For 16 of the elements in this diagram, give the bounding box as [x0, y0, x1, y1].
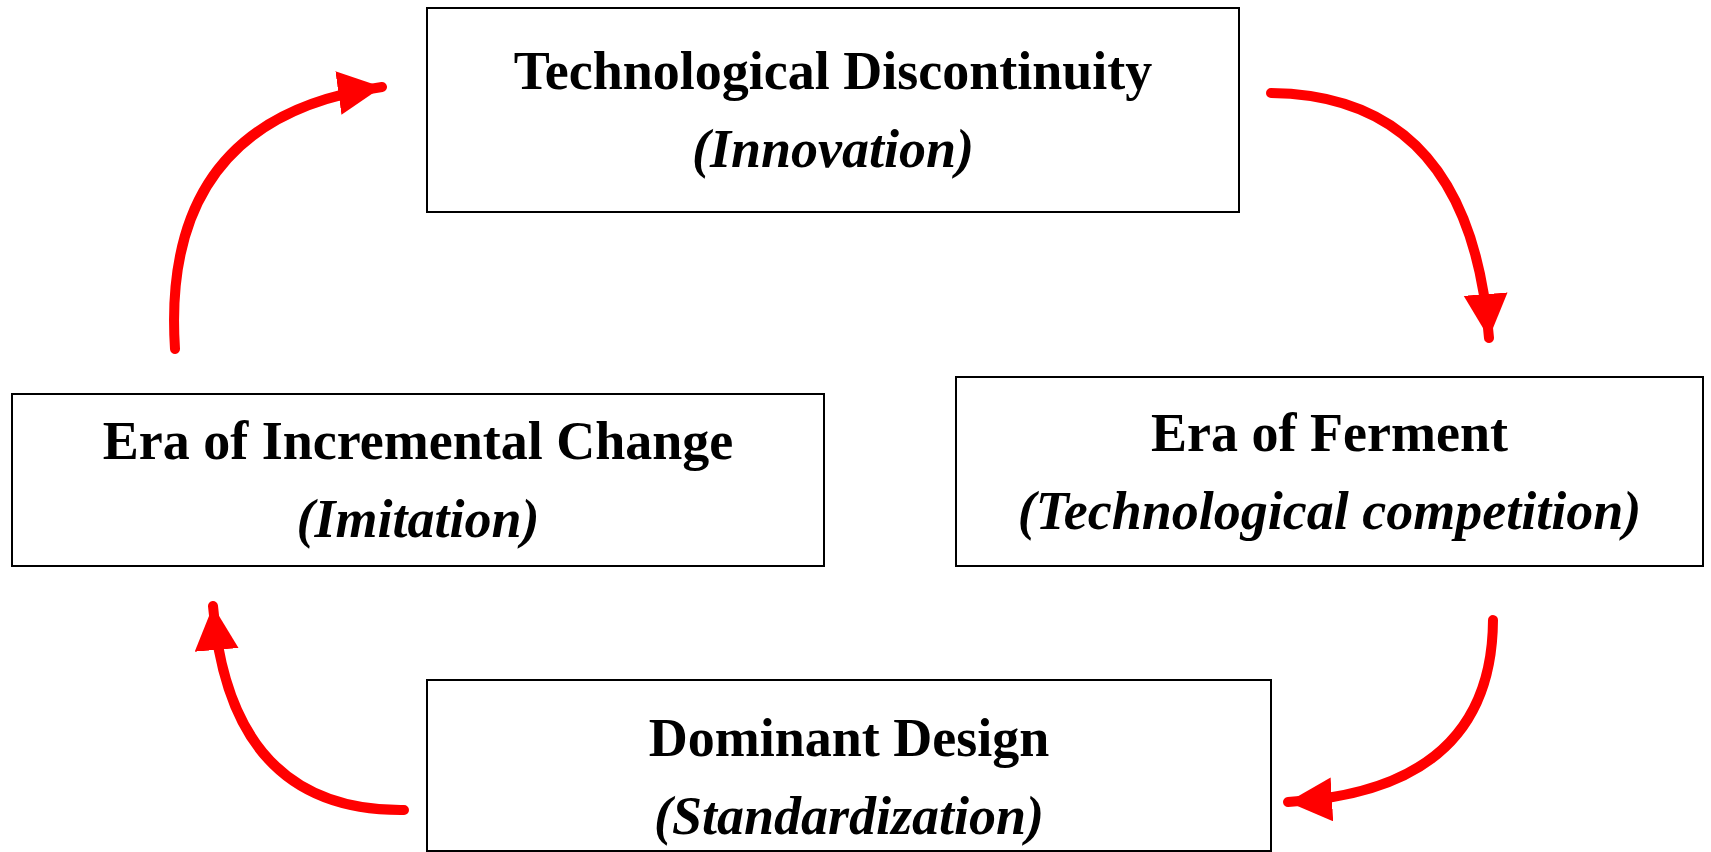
stage-subtitle: (Innovation)	[691, 118, 975, 181]
stage-title: Dominant Design	[648, 707, 1050, 770]
stage-title: Technological Discontinuity	[513, 40, 1153, 103]
curved-arrow	[1283, 615, 1498, 820]
stage-box	[11, 393, 825, 567]
curved-arrow	[196, 601, 409, 815]
stage-subtitle: (Technological competition)	[1017, 479, 1642, 543]
stage-title: Era of Incremental Change	[102, 410, 734, 473]
stage-box	[426, 679, 1272, 852]
stage-box	[426, 7, 1240, 213]
curved-arrow	[169, 73, 387, 354]
stage-box	[955, 376, 1704, 567]
curved-arrow	[1266, 88, 1506, 343]
stage-title: Era of Ferment	[1151, 401, 1508, 465]
stage-subtitle: (Imitation)	[296, 488, 540, 551]
stage-subtitle: (Standardization)	[653, 785, 1045, 848]
